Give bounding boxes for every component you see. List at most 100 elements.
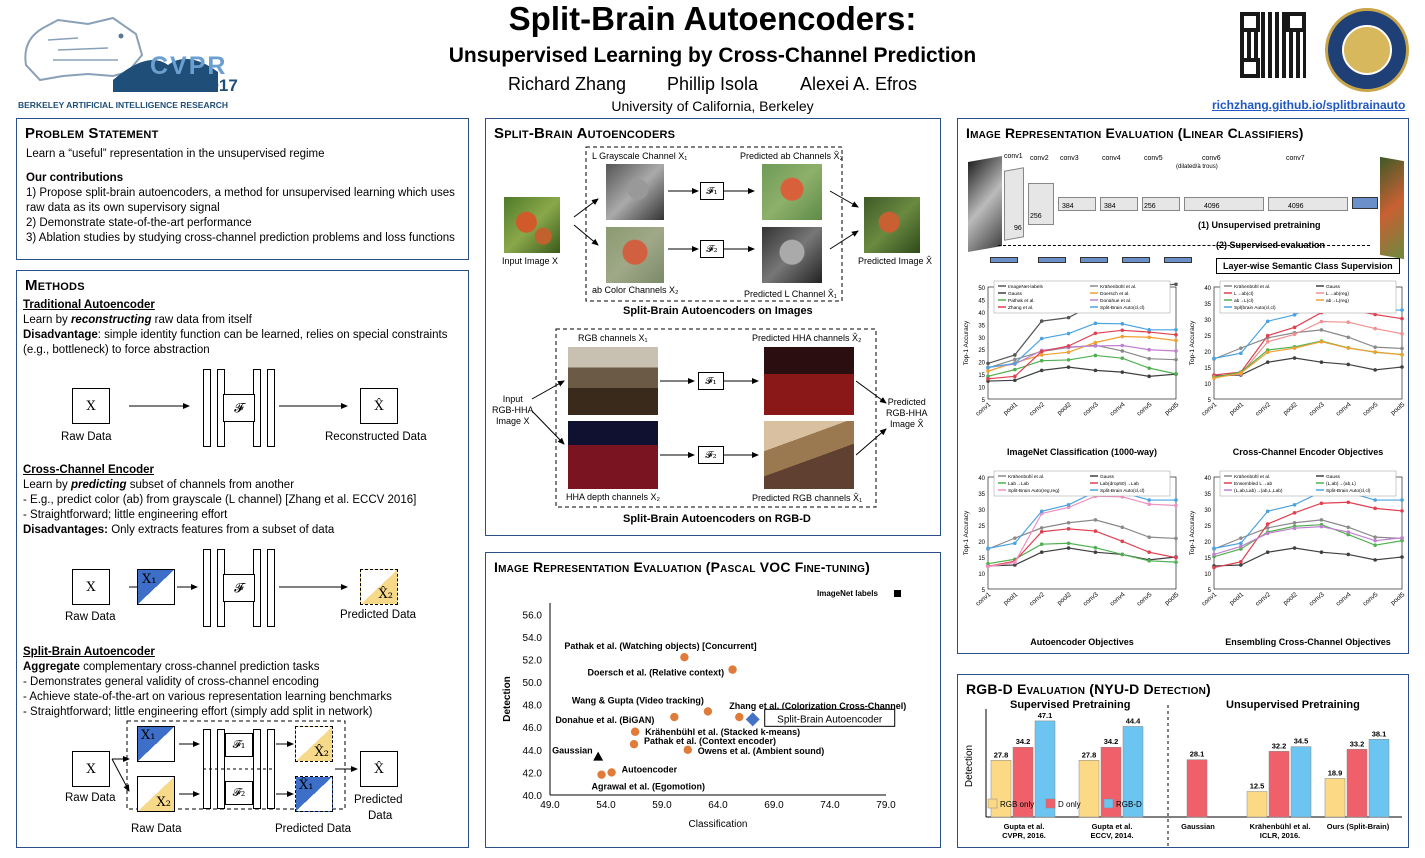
split-x2hat-box: X̂₂ — [295, 726, 333, 762]
series-point — [986, 561, 990, 566]
y-tick: 20 — [1204, 540, 1211, 546]
series-point — [1174, 555, 1178, 560]
series-point — [1066, 503, 1071, 507]
series-point — [1292, 526, 1297, 530]
series-point — [1346, 335, 1351, 340]
legend-label: ImageNet-labels — [1008, 284, 1044, 290]
series-point — [1373, 535, 1377, 539]
cross-head: Cross-Channel Encoder — [23, 464, 154, 476]
series-point — [1265, 333, 1270, 338]
series-point — [1120, 525, 1125, 530]
series-line — [1213, 519, 1403, 550]
bar-group-label: Gaussian — [1181, 822, 1215, 831]
rgbd-f1-box: 𝓕₁ — [698, 372, 724, 390]
split-x1hat-box: X̂₁ — [295, 776, 333, 812]
y-tick: 40 — [1204, 476, 1211, 482]
input-image — [504, 197, 560, 253]
bar-y-label: Detection — [964, 745, 975, 787]
legend-box — [1219, 280, 1397, 314]
series-point — [1265, 526, 1270, 530]
series-point — [1066, 315, 1071, 320]
series-point — [1093, 344, 1098, 348]
series-point — [1400, 353, 1404, 357]
series-point — [1212, 565, 1216, 570]
bair-text: BERKELEY ARTIFICIAL INTELLIGENCE RESEARC… — [18, 100, 228, 110]
y-tick: 45 — [978, 298, 985, 304]
series-point — [1147, 328, 1151, 332]
series-point — [1292, 520, 1297, 525]
series-point — [1093, 368, 1098, 373]
y-tick: 20 — [1204, 350, 1211, 356]
bair-logo — [18, 10, 218, 110]
series-point — [1292, 325, 1297, 330]
dim-384b: 384 — [1104, 203, 1116, 210]
series-point — [1093, 545, 1098, 550]
series-point — [1346, 346, 1351, 350]
series-point — [986, 361, 990, 366]
unsup-label: Unsupervised Pretraining — [1226, 699, 1360, 711]
x-tick: pool1 — [1002, 401, 1019, 417]
series-point — [1400, 331, 1404, 336]
chart-title: Autoencoder Objectives — [1030, 637, 1134, 647]
series-point — [1066, 541, 1071, 546]
series-point — [1212, 546, 1216, 551]
cross-l3: - Straightforward; little engineering ef… — [23, 509, 228, 521]
series-point — [1373, 558, 1377, 562]
legend-label: Ensembled L→ab — [1234, 481, 1272, 487]
series-line — [987, 547, 1177, 567]
voc-y-tick: 56.0 — [523, 610, 543, 621]
series-point — [1039, 319, 1044, 323]
x-tick: conv5 — [1136, 591, 1154, 608]
bar-legend-label: RGB-D — [1116, 800, 1142, 809]
voc-point-label: Wang & Gupta (Video tracking) — [572, 695, 704, 705]
series-point — [1346, 530, 1351, 534]
bar-value-label: 47.1 — [1038, 711, 1053, 720]
voc-y-tick: 52.0 — [523, 655, 543, 666]
y-tick: 30 — [978, 508, 985, 514]
y-tick: 30 — [1204, 508, 1211, 514]
series-point — [1373, 506, 1377, 511]
split-x1-box: X₁ — [137, 726, 175, 762]
cross-f-box: 𝓕 — [223, 574, 255, 602]
trad-f-box: 𝓕 — [223, 394, 255, 422]
split-f1-box: 𝓕₁ — [225, 733, 253, 757]
trad-xhat-box: X̂ — [360, 388, 398, 424]
y-tick: 40 — [978, 311, 985, 317]
bar — [1368, 739, 1390, 818]
qr-code-icon[interactable] — [1240, 12, 1306, 78]
legend-label: Split-Brain Auto(cl,cl) — [1326, 488, 1371, 494]
series-point — [1147, 335, 1151, 340]
series-point — [1066, 520, 1071, 525]
legend-label: ab→L(reg) — [1326, 298, 1349, 304]
y-axis-label: Top-1 Accuracy — [963, 510, 970, 555]
rgb-image — [568, 347, 658, 415]
series-point — [1039, 349, 1044, 354]
y-tick: 15 — [1204, 556, 1211, 562]
bar-value-label: 32.2 — [1272, 741, 1287, 750]
x-tick: conv5 — [1362, 591, 1380, 608]
legend-label: Zhang et al. — [1008, 305, 1033, 311]
voc-point — [593, 751, 604, 761]
series-point — [1013, 353, 1017, 357]
legend-label: (L,ab)→(ab,L) — [1326, 481, 1356, 487]
bar-value-label: 34.2 — [1104, 737, 1119, 746]
bar — [1186, 759, 1208, 818]
y-tick: 15 — [978, 373, 985, 379]
series-line — [987, 495, 1177, 568]
series-point — [1120, 539, 1125, 544]
trad-x-box: X — [72, 388, 110, 424]
series-point — [1400, 365, 1404, 369]
bar-legend-swatch — [1103, 798, 1114, 809]
voc-y-tick: 50.0 — [523, 678, 543, 689]
voc-y-tick: 54.0 — [523, 633, 543, 644]
trad-l1: Learn by reconstructing raw data from it… — [23, 314, 252, 326]
rgbd-eval-title: RGB-D Evaluation (NYU-D Detection) — [966, 681, 1211, 697]
cross-l1: Learn by predicting subset of channels f… — [23, 479, 295, 491]
problem-lead: Learn a “useful” representation in the u… — [26, 148, 325, 160]
series-point — [1319, 319, 1324, 324]
project-link[interactable]: richzhang.github.io/splitbrainauto — [1212, 98, 1406, 112]
series-point — [1319, 518, 1324, 522]
dim-4096b: 4096 — [1288, 203, 1304, 210]
